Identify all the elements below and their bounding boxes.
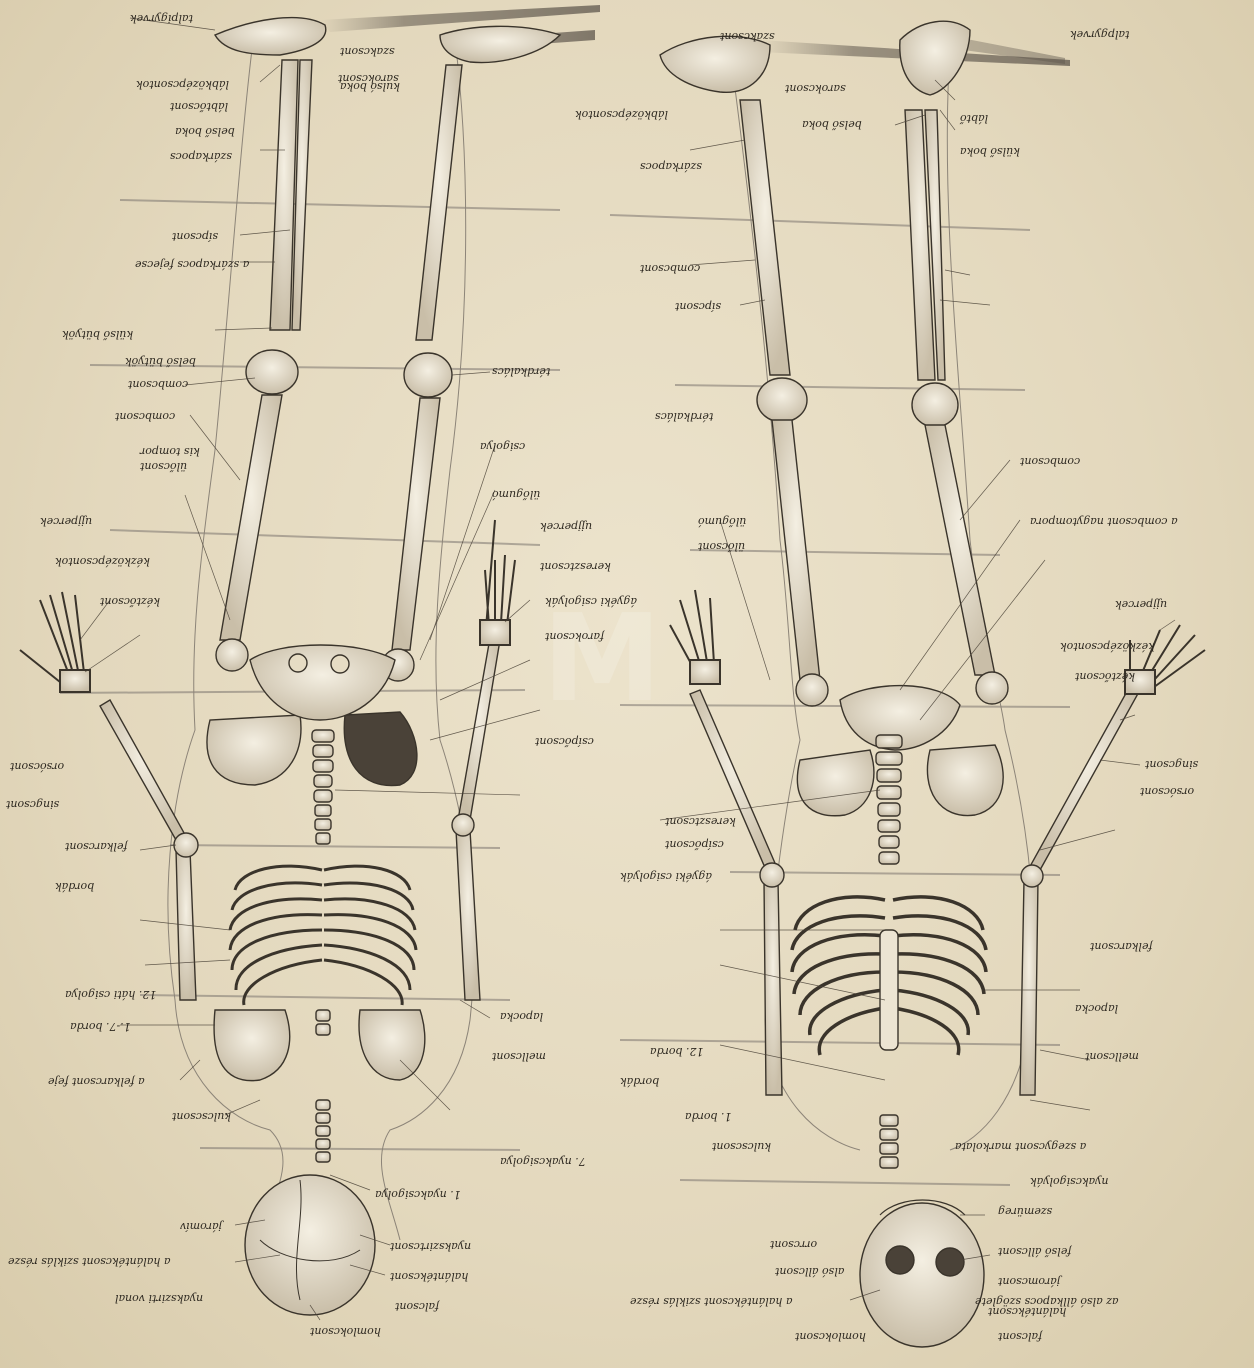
label-left-4: lábközépcsontok [136, 78, 229, 90]
label-right-27: kulcscsont [712, 1140, 771, 1152]
label-left-24: ágyéki csigolyák [545, 595, 637, 607]
label-right-25: bordák [620, 1075, 659, 1087]
mozaik-watermark: M [390, 590, 820, 760]
left-ribcage [230, 866, 416, 1005]
label-right-35: alsó állcsont [775, 1265, 844, 1277]
label-left-13: térdkalács [492, 365, 550, 377]
label-left-41: falcsont [395, 1300, 439, 1312]
label-right-33: orrcsont [770, 1238, 817, 1250]
label-left-38: 1. nyakcsigolya [375, 1188, 461, 1200]
label-left-43: halántékcsont [390, 1270, 468, 1282]
label-left-12: combcsont [128, 378, 188, 390]
label-left-16: kis tompor [140, 445, 200, 457]
label-left-25: farokcsont [545, 630, 604, 642]
label-left-45: nyakszirti vonal [115, 1292, 203, 1304]
label-left-36: mellcsont [492, 1050, 546, 1062]
label-right-15: ujjpercek [1115, 598, 1167, 610]
label-left-44: a halántékcsont sziklás része [8, 1255, 170, 1267]
label-right-3: lábközépcsontok [575, 108, 668, 120]
label-left-18: ülőgumó [492, 488, 540, 500]
label-left-22: ujjpercek [540, 520, 592, 532]
label-left-15: csigolya [480, 440, 525, 452]
label-right-30: nyakcsigolyák [1030, 1175, 1108, 1187]
label-right-13: ülőgumó [698, 515, 746, 527]
label-right-28: 12. borda [650, 1045, 704, 1057]
label-left-20: kézközépcsontok [55, 555, 150, 567]
label-left-29: felkarcsont [65, 840, 128, 852]
label-left-11: belső bütyök [125, 355, 196, 367]
label-left-27: orsócsont [10, 760, 64, 772]
label-right-19: orsócsont [1140, 785, 1194, 797]
label-left-32: 12. háti csigolya [65, 988, 156, 1000]
label-right-0: talpgyrvek [1070, 28, 1129, 40]
label-right-11: combcsont [1020, 455, 1080, 467]
left-hand-a [20, 592, 90, 692]
label-right-10: combcsont [640, 262, 700, 274]
label-right-2: sarokcsont [785, 82, 846, 94]
label-right-26: mellcsont [1085, 1050, 1139, 1062]
label-left-42: homlokcsont [310, 1325, 381, 1337]
label-right-41: az alsó állkapocs szöglete [975, 1295, 1119, 1307]
label-right-20: keresztcsont [665, 815, 736, 827]
label-left-26: csípőcsont [535, 735, 594, 747]
label-right-17: kéztőcsont [1075, 670, 1135, 682]
label-left-31: 1.-7. borda [70, 1020, 131, 1032]
label-left-0: talpigyrvek [130, 12, 193, 24]
label-left-34: kulcscsont [172, 1110, 231, 1122]
label-right-14: ülőcsont [698, 540, 745, 552]
label-right-6: külső boka [960, 145, 1020, 157]
label-right-7: szárkapocs [640, 160, 702, 172]
label-left-33: a felkarcsont feje [48, 1075, 145, 1087]
label-right-12: a combcsont nagytompora [1030, 515, 1178, 527]
label-right-22: ágyéki csigolyák [620, 870, 712, 882]
label-right-34: felső állcsont [998, 1245, 1071, 1257]
label-right-1: szakcsont [720, 30, 775, 42]
label-left-17: ülőcsont [140, 460, 187, 472]
label-left-14: combcsont [115, 410, 175, 422]
label-left-8: sípcsont [172, 230, 218, 242]
label-left-39: járomív [180, 1220, 222, 1232]
label-left-3: kulsó boka [340, 80, 400, 92]
right-hand-b [1125, 625, 1205, 694]
label-right-24: lapocka [1075, 1002, 1118, 1014]
label-left-5: lábtőcsont [170, 100, 228, 112]
label-left-23: keresztcsont [540, 560, 611, 572]
label-left-7: szárkapocs [170, 150, 232, 162]
label-right-5: belső boka [802, 118, 862, 130]
label-right-23: felkarcsont [1090, 940, 1153, 952]
label-right-31: a szegycsont markolata [955, 1140, 1086, 1152]
label-left-9: a szárkapocs fejecse [135, 258, 249, 270]
label-right-38: falcsont [998, 1330, 1042, 1342]
label-right-16: kézközépcsontok [1060, 640, 1155, 652]
label-left-21: kéztőcsont [100, 595, 160, 607]
label-right-29: 1. borda [685, 1110, 732, 1122]
label-left-30: bordák [55, 880, 94, 892]
label-left-6: belső boka [175, 125, 235, 137]
label-right-40: a halántékcsont sziklás része [630, 1295, 792, 1307]
label-right-21: csípőcsont [665, 838, 724, 850]
label-right-36: járomcsont [998, 1275, 1060, 1287]
label-left-35: lapocka [500, 1010, 543, 1022]
label-left-1: szakcsont [340, 45, 395, 57]
label-left-37: 7. nyakcsigolya [500, 1155, 586, 1167]
label-right-8: sípcsont [675, 300, 721, 312]
label-left-40: nyakszirtcsont [390, 1240, 471, 1252]
label-right-39: homlokcsont [795, 1330, 866, 1342]
label-right-4: lábtő [960, 112, 988, 124]
label-right-9: térdkalács [655, 410, 713, 422]
label-left-10: külső bütyök [62, 328, 133, 340]
label-right-18: singcsont [1145, 758, 1198, 770]
label-left-28: singcsont [6, 798, 59, 810]
label-right-32: szemüreg [998, 1205, 1052, 1217]
label-left-19: ujjpercek [40, 515, 92, 527]
